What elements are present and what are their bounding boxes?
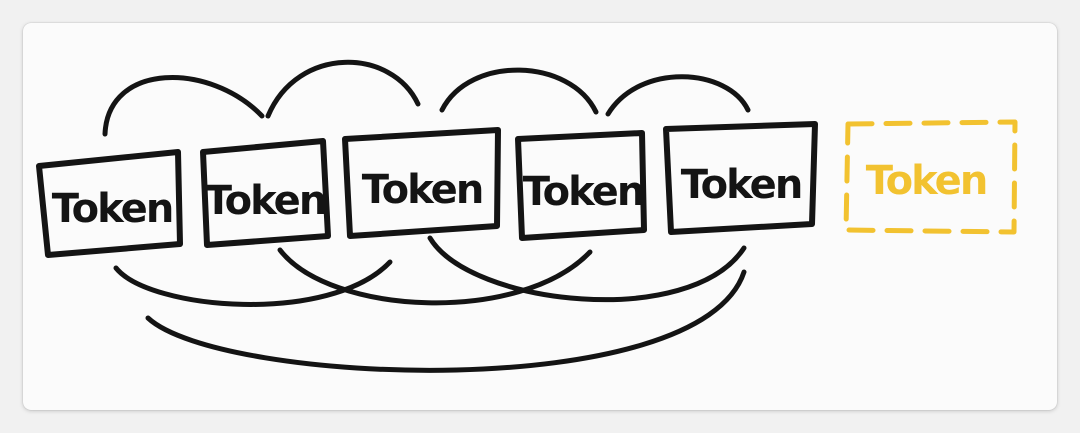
- token-label: Token: [523, 169, 644, 215]
- predicted-token-label: Token: [866, 158, 987, 204]
- top-arc-3-4: [605, 74, 751, 117]
- token-label: Token: [52, 186, 173, 232]
- bottom-arcs: [113, 235, 747, 373]
- token-box: Token: [36, 149, 183, 258]
- bottom-arc-0-4: [145, 269, 747, 373]
- token-box: Token: [515, 130, 647, 241]
- token-label: Token: [362, 167, 483, 213]
- token-box: Token: [342, 127, 501, 239]
- token-label: Token: [681, 162, 802, 208]
- top-arc-0-1: [102, 75, 265, 137]
- bottom-arc-2-4: [427, 235, 747, 303]
- top-arc-1-2: [265, 59, 421, 119]
- bottom-arc-0-2: [113, 259, 393, 307]
- predicted-token-box: Token: [843, 119, 1018, 235]
- diagram-card: [23, 23, 1057, 410]
- token-box: Token: [663, 121, 818, 235]
- token-box: Token: [200, 138, 331, 248]
- top-arc-2-3: [439, 67, 599, 115]
- bottom-arc-1-3: [277, 247, 593, 306]
- token-label: Token: [205, 178, 326, 224]
- top-arcs: [102, 59, 751, 137]
- tokens: Token Token Token Token Token Token: [36, 119, 1018, 258]
